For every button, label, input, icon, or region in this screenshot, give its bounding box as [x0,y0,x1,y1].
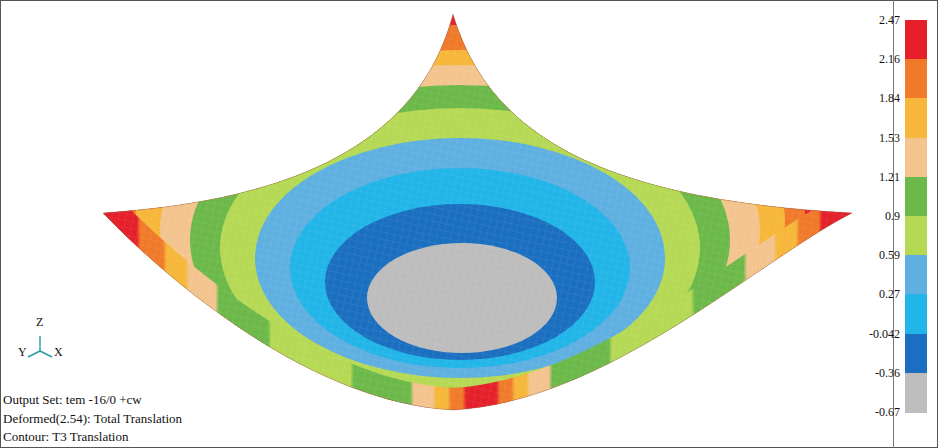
axis-label: Z [36,316,43,328]
legend-value: -0.042 [869,328,900,340]
output-set-note: Output Set: tem -16/0 +cw [3,393,142,406]
contour-note: Contour: T3 Translation [3,430,128,443]
legend-swatch [905,334,927,374]
axis-label: X [54,346,63,358]
legend-value: -0.36 [875,367,900,379]
legend-swatch [905,98,927,138]
legend-value: 2.16 [879,53,900,65]
legend-value: 0.59 [879,249,900,261]
legend-value: -0.67 [875,406,900,418]
legend-value: 1.21 [879,171,900,183]
legend-value: 1.53 [879,132,900,144]
legend-swatch [905,255,927,295]
legend-swatch [905,138,927,178]
legend-value: 0.27 [879,288,900,300]
legend-swatch [905,373,927,413]
legend-swatch [905,294,927,334]
deformation-note: Deformed(2.54): Total Translation [3,412,182,425]
legend-swatch [905,59,927,99]
legend-swatch [905,177,927,217]
legend-value: 1.84 [879,92,900,104]
legend-value: 2.47 [879,14,900,26]
legend-value: 0.9 [885,210,900,222]
legend-swatch [905,216,927,256]
axis-label: Y [18,346,27,358]
axis-triad [28,336,52,357]
legend-swatch [905,20,927,60]
